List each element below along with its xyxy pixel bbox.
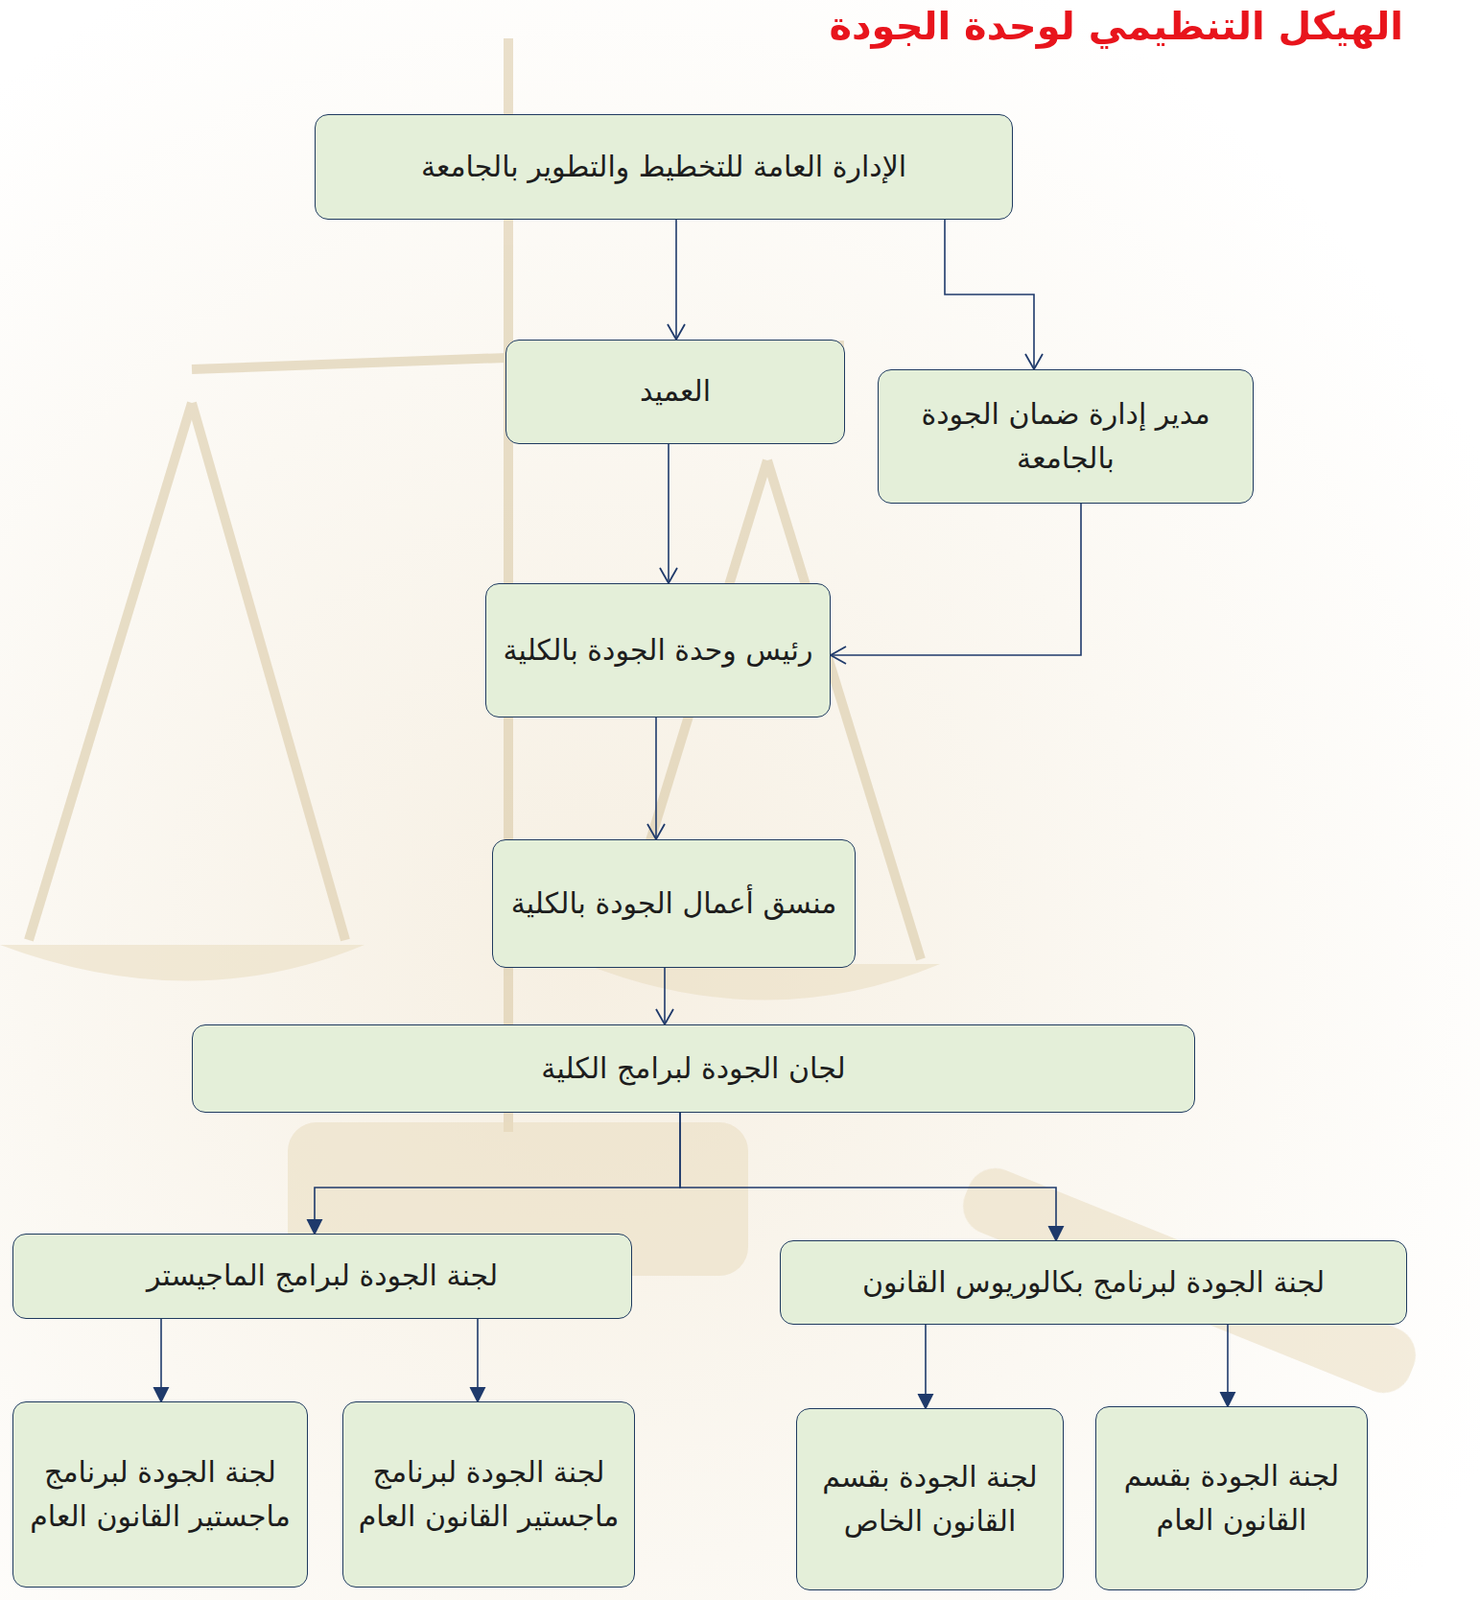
box-label: لجان الجودة لبرامج الكلية: [540, 1046, 846, 1092]
box-label: لجنة الجودة لبرامج الماجيستر: [146, 1253, 498, 1299]
connector: [944, 219, 1043, 370]
connector: [1221, 1324, 1235, 1407]
arrow-head: [470, 1387, 485, 1402]
connector: [307, 1112, 681, 1234]
arrow-head: [918, 1394, 933, 1409]
org-box: لجنة الجودة لبرنامج بكالوريوس القانون: [779, 1240, 1408, 1325]
box-label: رئيس وحدة الجودة بالكلية: [503, 628, 814, 674]
box-label: لجنة الجودة لبرنامج بكالوريوس القانون: [862, 1260, 1325, 1306]
connector-line: [667, 444, 670, 584]
arrow-head: [1025, 353, 1043, 370]
arrow-head: [830, 646, 846, 664]
arrow-head: [647, 823, 665, 840]
org-box: لجنة الجودة بقسم القانون الخاص: [796, 1408, 1064, 1591]
connector: [154, 1318, 168, 1402]
box-label: الإدارة العامة للتخطيط والتطوير بالجامعة: [421, 144, 907, 190]
box-label: لجنة الجودة بقسم القانون العام: [1109, 1454, 1354, 1544]
arrow-head: [656, 1009, 674, 1025]
arrow-head: [1221, 1392, 1235, 1407]
arrow-head: [1049, 1226, 1063, 1241]
box-label: منسق أعمال الجودة بالكلية: [511, 881, 838, 927]
org-box: لجنة الجودة لبرامج الماجيستر: [12, 1233, 633, 1319]
box-label: لجنة الجودة لبرنامج ماجستير القانون العا…: [356, 1450, 621, 1540]
connector: [830, 503, 1081, 664]
connector: [470, 1318, 485, 1402]
connector: [680, 1112, 1063, 1241]
connector-line: [944, 219, 1034, 370]
org-box: العميد: [505, 339, 846, 445]
org-box: منسق أعمال الجودة بالكلية: [492, 839, 856, 968]
arrow-head: [667, 324, 685, 340]
connector: [656, 967, 674, 1025]
box-label: مدير إدارة ضمان الجودة بالجامعة: [892, 392, 1240, 482]
box-label: لجنة الجودة لبرنامج ماجستير القانون العا…: [26, 1450, 294, 1540]
arrow-head: [659, 567, 678, 584]
diagram-title: الهيكل التنظيمي لوحدة الجودة: [828, 3, 1404, 48]
connector-line: [680, 1112, 1057, 1241]
connector-line: [314, 1112, 681, 1234]
connector: [647, 717, 665, 840]
connector: [918, 1324, 933, 1409]
org-box: لجان الجودة لبرامج الكلية: [191, 1024, 1196, 1113]
connector-line: [663, 967, 666, 1025]
connector-line: [830, 503, 1081, 656]
org-box: لجنة الجودة لبرنامج ماجستير القانون العا…: [12, 1401, 308, 1588]
box-label: العميد: [639, 369, 711, 415]
connector: [659, 444, 678, 584]
org-box: مدير إدارة ضمان الجودة بالجامعة: [877, 369, 1254, 504]
org-box: لجنة الجودة لبرنامج ماجستير القانون العا…: [342, 1401, 635, 1588]
org-box: رئيس وحدة الجودة بالكلية: [485, 583, 831, 718]
arrow-head: [154, 1387, 168, 1402]
box-label: لجنة الجودة بقسم القانون الخاص: [810, 1455, 1050, 1545]
connector-line: [655, 717, 658, 840]
org-box: لجنة الجودة بقسم القانون العام: [1095, 1406, 1368, 1591]
connector: [667, 219, 685, 340]
arrow-head: [307, 1220, 322, 1234]
org-box: الإدارة العامة للتخطيط والتطوير بالجامعة: [314, 114, 1013, 220]
connector-line: [675, 219, 678, 340]
